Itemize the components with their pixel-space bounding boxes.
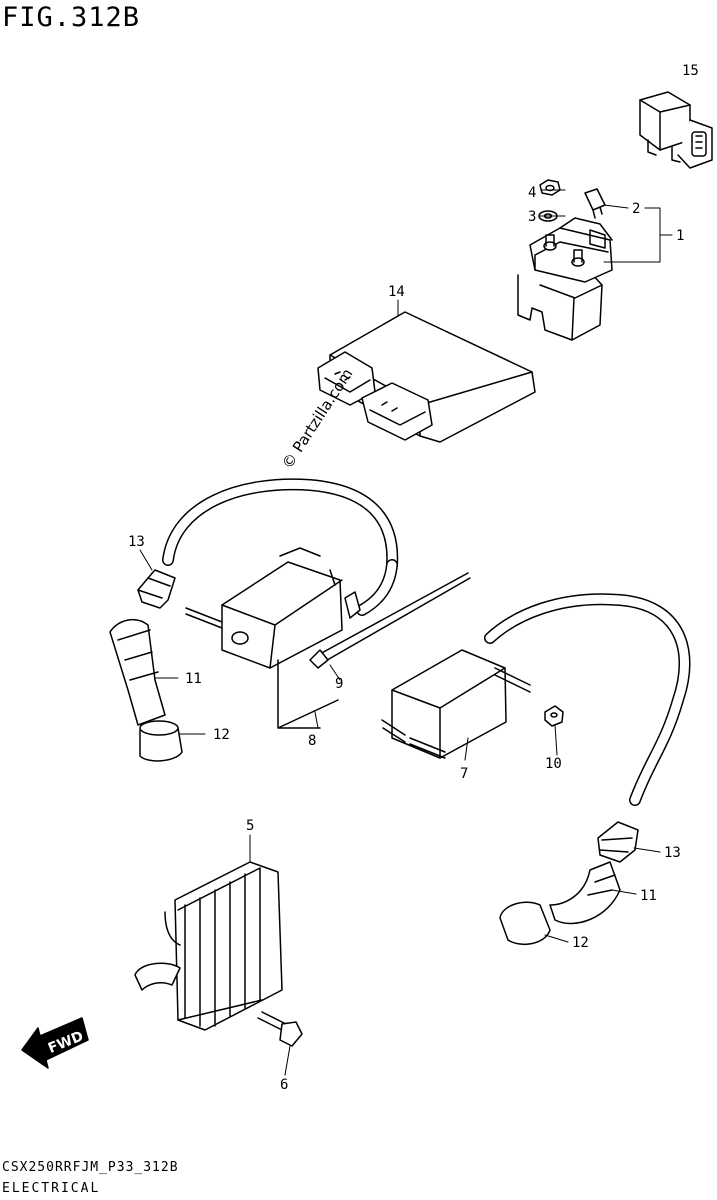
fwd-arrow-icon: FWD [21,1017,89,1069]
part-5-regulator[interactable] [134,861,283,1031]
part-4-nut[interactable] [539,179,561,196]
callout-11[interactable]: 11 [185,671,202,687]
callout-2[interactable]: 2 [632,201,640,217]
part-14-ecm[interactable] [317,311,536,443]
callout-6[interactable]: 6 [280,1077,288,1093]
callout-8[interactable]: 8 [308,733,316,749]
watermark: © Partzilla.com [278,365,356,472]
part-15-connector[interactable] [639,91,713,169]
part-6-bolt[interactable] [257,1011,303,1047]
figure-title: FIG.312B [2,2,141,33]
part-1-starter-relay[interactable] [517,217,613,341]
callout-5[interactable]: 5 [246,818,254,834]
callout-4[interactable]: 4 [528,185,536,201]
callout-11[interactable]: 11 [640,888,657,904]
callout-9[interactable]: 9 [335,676,343,692]
callout-15[interactable]: 15 [682,63,699,79]
figure-code: CSX250RRFJM_P33_312B [2,1160,179,1175]
callout-13[interactable]: 13 [664,845,681,861]
callout-14[interactable]: 14 [388,284,405,300]
callout-1[interactable]: 1 [676,228,684,244]
callout-12[interactable]: 12 [572,935,589,951]
callout-7[interactable]: 7 [460,766,468,782]
part-8-ignition-coil[interactable] [162,478,399,669]
figure-name: ELECTRICAL [2,1181,101,1196]
part-12-cover[interactable] [139,720,183,762]
callout-12[interactable]: 12 [213,727,230,743]
part-7-ignition-coil[interactable] [381,593,691,806]
part-9-bolt[interactable] [309,572,471,669]
part-11-plug-cap[interactable] [549,861,621,925]
part-10-nut[interactable] [544,705,564,727]
callout-3[interactable]: 3 [528,209,536,225]
part-2-fuse[interactable] [584,188,606,219]
leader-lines [139,189,673,1076]
part-13-seal[interactable] [597,821,639,863]
part-11-plug-cap[interactable] [109,618,166,726]
part-13-seal[interactable] [137,569,176,609]
callout-10[interactable]: 10 [545,756,562,772]
callouts: 15 4 3 2 1 14 13 11 9 12 8 7 10 5 13 11 … [128,63,699,1093]
part-12-cover[interactable] [499,901,551,946]
svg-text:© Partzilla.com: © Partzilla.com [278,365,356,472]
callout-13[interactable]: 13 [128,534,145,550]
callout-bracket-8 [277,659,339,729]
